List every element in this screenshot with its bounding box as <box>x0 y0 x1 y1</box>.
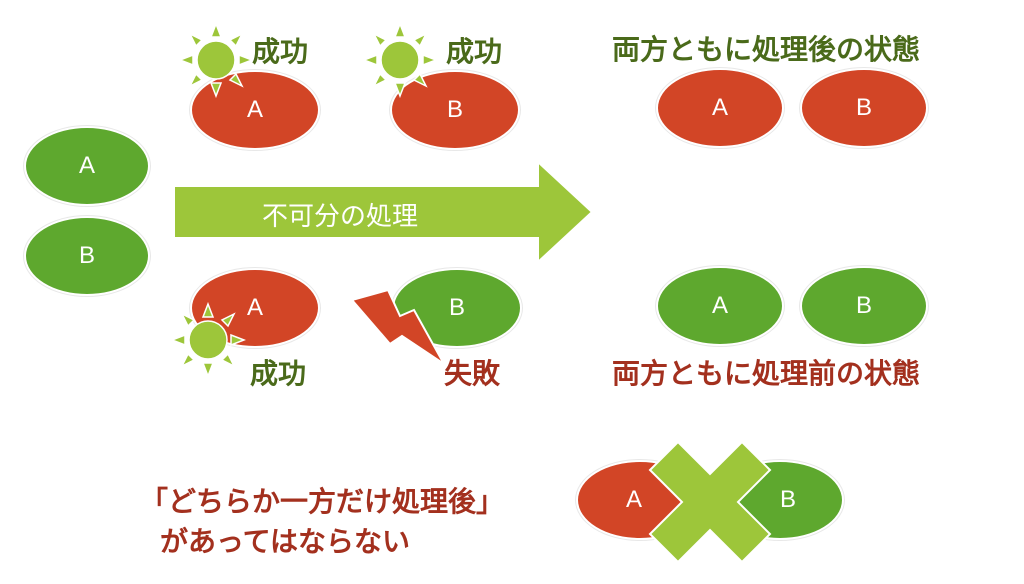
right-arrow-icon <box>174 160 594 265</box>
success-ellipse-b: B <box>390 70 520 150</box>
result-before-b-label: B <box>855 292 872 319</box>
lightning-icon <box>350 288 445 365</box>
result-after-title: 両方ともに処理後の状態 <box>612 33 921 66</box>
forbidden-line1: 「どちらか一方だけ処理後」 <box>140 485 505 518</box>
sun-icon <box>362 22 438 98</box>
sun-icon <box>178 22 254 98</box>
arrow-label: 不可分の処理 <box>262 202 419 232</box>
cross-icon <box>648 440 772 564</box>
forbidden-line2: があってはならない <box>160 525 411 558</box>
initial-a-label: A <box>78 152 95 179</box>
success-b-label: B <box>446 96 463 123</box>
forbidden-a-label: A <box>626 486 643 513</box>
initial-ellipse-b: B <box>24 216 150 296</box>
result-after-ellipse-a: A <box>656 68 784 148</box>
initial-b-label: B <box>78 242 95 269</box>
result-before-a-label: A <box>711 292 728 319</box>
success-label-a: 成功 <box>252 35 309 68</box>
forbidden-b-label: B <box>779 486 796 513</box>
failure-label: 失敗 <box>444 357 501 390</box>
failure-b-label: B <box>448 294 465 321</box>
result-before-title: 両方ともに処理前の状態 <box>612 357 921 390</box>
result-after-a-label: A <box>711 94 728 121</box>
success-label-b: 成功 <box>446 35 503 68</box>
failure-a-label: A <box>246 294 263 321</box>
result-after-ellipse-b: B <box>800 68 928 148</box>
result-after-b-label: B <box>855 94 872 121</box>
result-before-ellipse-b: B <box>800 266 928 346</box>
success-a-label: A <box>246 96 263 123</box>
sun-icon <box>170 302 246 378</box>
initial-ellipse-a: A <box>24 126 150 206</box>
failure-success-label: 成功 <box>250 357 307 390</box>
result-before-ellipse-a: A <box>656 266 784 346</box>
failure-ellipse-b: B <box>392 268 522 348</box>
